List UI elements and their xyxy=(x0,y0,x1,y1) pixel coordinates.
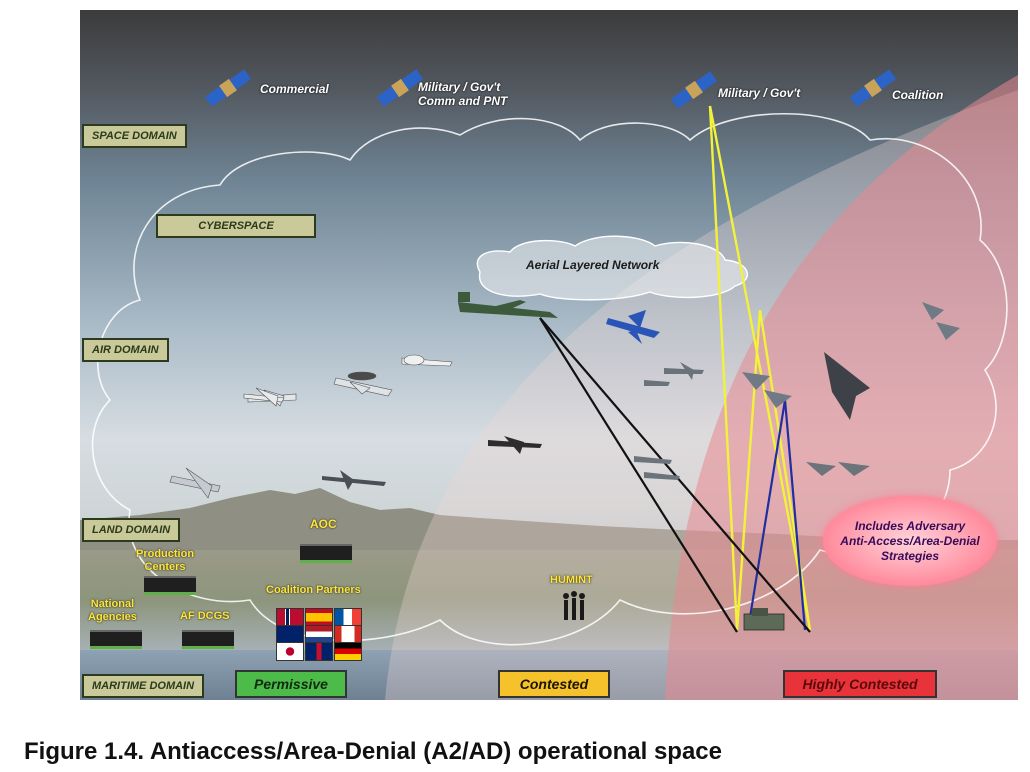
adversary-strategies-callout: Includes Adversary Anti-Access/Area-Deni… xyxy=(823,496,997,586)
ground-radar-site-icon xyxy=(743,608,785,631)
production-centers-label: Production Centers xyxy=(136,548,195,573)
adversary-strategies-text: Includes Adversary Anti-Access/Area-Deni… xyxy=(840,518,980,563)
black-links xyxy=(539,317,811,633)
domain-label-air: AIR DOMAIN xyxy=(82,338,169,362)
satellite-icon xyxy=(204,69,252,107)
satellite-icon xyxy=(849,69,897,107)
a2ad-scene: Commercial Military / Gov't Comm and PNT… xyxy=(80,10,1018,700)
cyberspace-cloud xyxy=(91,113,1008,646)
network-label: Aerial Layered Network xyxy=(526,258,660,272)
fighter-icon xyxy=(664,362,704,380)
domain-label-cyberspace: CYBERSPACE xyxy=(156,214,316,238)
fighter-formation-icon xyxy=(742,302,960,408)
blue-links xyxy=(746,399,807,631)
zone-label-permissive: Permissive xyxy=(235,670,347,698)
flag-germany-icon xyxy=(334,642,362,661)
af-dcgs-label: AF DCGS xyxy=(180,610,230,622)
domain-label-space: SPACE DOMAIN xyxy=(82,124,187,148)
zone-label-highly-contested: Highly Contested xyxy=(783,670,937,698)
uav-icon xyxy=(458,292,558,318)
national-agencies-facility-icon xyxy=(90,630,142,646)
flag-uk-icon xyxy=(305,642,333,661)
predator-drone-icon xyxy=(322,470,386,490)
satellite-label-military: Military / Gov't xyxy=(718,86,801,100)
bomber-icon xyxy=(606,310,660,344)
figure-caption: Figure 1.4. Antiaccess/Area-Denial (A2/A… xyxy=(24,738,723,765)
production-facility-icon xyxy=(144,576,196,592)
satellite-label-coalition: Coalition xyxy=(892,88,944,102)
global-hawk-icon xyxy=(401,354,453,367)
transport-icon xyxy=(169,467,221,499)
domain-label-land: LAND DOMAIN xyxy=(82,518,181,542)
stealth-bomber-icon xyxy=(824,352,870,420)
flag-japan-icon xyxy=(276,642,304,661)
zone-label-contested: Contested xyxy=(498,670,610,698)
satellite-label-commercial: Commercial xyxy=(260,82,329,96)
fighter-pair-icon xyxy=(634,456,870,480)
dcgs-facility-icon xyxy=(182,630,234,646)
aoc-facility-icon xyxy=(300,544,352,560)
national-agencies-label: National Agencies xyxy=(88,598,137,623)
fighter-icon xyxy=(644,380,670,386)
awacs-icon xyxy=(333,371,393,397)
aoc-label: AOC xyxy=(310,517,337,531)
aerial-network-cloud xyxy=(476,235,748,301)
scene-graphics xyxy=(80,10,1018,700)
satellite-icon xyxy=(376,69,424,107)
humint-label: HUMINT xyxy=(550,574,593,586)
coalition-partners-label: Coalition Partners xyxy=(266,584,361,596)
humint-operatives-icon xyxy=(563,591,585,620)
surveillance-aircraft-icon xyxy=(243,387,285,407)
business-jet-icon xyxy=(488,436,542,454)
domain-label-maritime: MARITIME DOMAIN xyxy=(82,674,205,698)
satellite-icon xyxy=(670,71,718,109)
satellite-label-military-comm: Military / Gov't Comm and PNT xyxy=(418,80,508,108)
